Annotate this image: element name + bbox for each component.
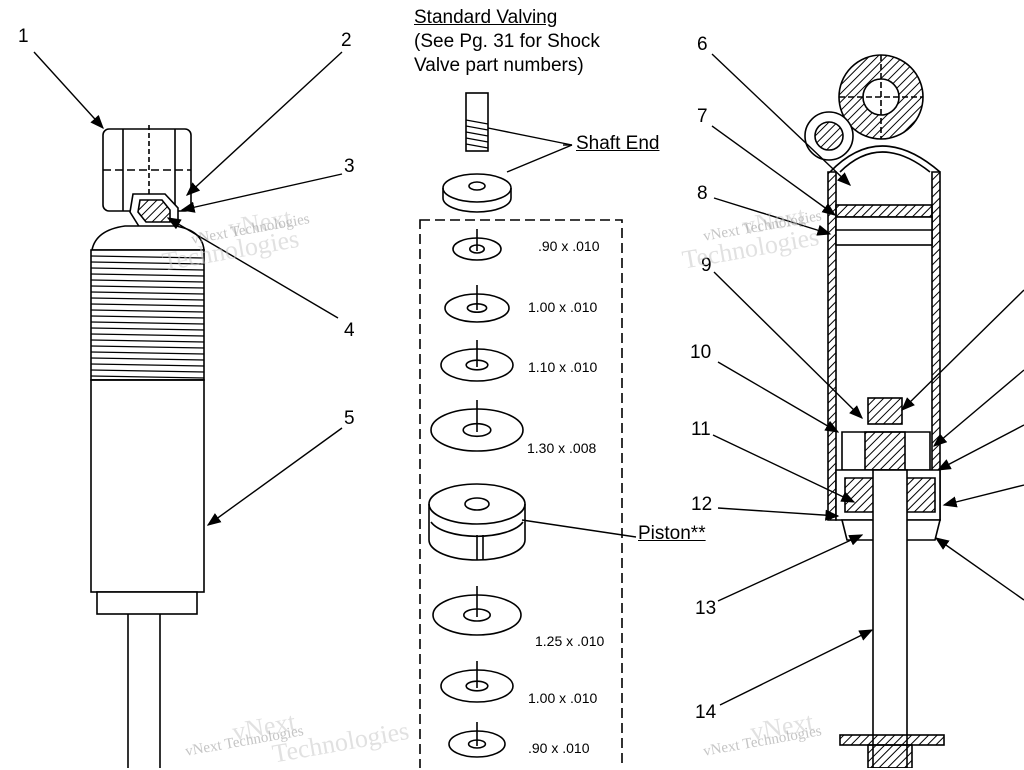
thread-line bbox=[90, 357, 205, 361]
valving-stack bbox=[419, 92, 623, 768]
callout-3: 3 bbox=[344, 156, 355, 177]
thread-line bbox=[90, 327, 205, 331]
callout-8: 8 bbox=[697, 183, 708, 204]
thread-line bbox=[90, 375, 205, 379]
left-shock-exterior bbox=[90, 125, 205, 768]
header-line-3: Valve part numbers) bbox=[414, 55, 584, 76]
thread-line bbox=[90, 291, 205, 295]
shim-label-3: 1.10 x .010 bbox=[528, 359, 598, 375]
thread-line bbox=[90, 285, 205, 289]
shaft-end-label: Shaft End bbox=[576, 133, 660, 154]
thread-line bbox=[90, 303, 205, 307]
thread-line bbox=[90, 309, 205, 313]
thread-line bbox=[90, 369, 205, 373]
thread-line bbox=[90, 339, 205, 343]
callout-10: 10 bbox=[690, 342, 712, 363]
thread-line bbox=[90, 363, 205, 367]
shim-label-6: 1.00 x .010 bbox=[528, 690, 598, 706]
shim-label-2: 1.00 x .010 bbox=[528, 299, 598, 315]
thread-line bbox=[90, 279, 205, 283]
callout-12: 12 bbox=[691, 494, 713, 515]
shim-washer bbox=[452, 229, 502, 261]
thread-line bbox=[90, 351, 205, 355]
callout-11: 11 bbox=[691, 419, 711, 440]
callout-9: 9 bbox=[701, 255, 712, 276]
callout-5: 5 bbox=[344, 408, 355, 429]
piston-label: Piston** bbox=[638, 523, 706, 544]
thread-line bbox=[90, 345, 205, 349]
shim-label-7: .90 x .010 bbox=[528, 740, 590, 756]
callout-13: 13 bbox=[695, 598, 717, 619]
callout-7: 7 bbox=[697, 106, 708, 127]
header-line-1: Standard Valving bbox=[414, 7, 558, 28]
thread-line bbox=[90, 255, 205, 259]
shim-stack bbox=[430, 229, 524, 758]
callout-2: 2 bbox=[341, 30, 352, 51]
shim-washer bbox=[448, 722, 506, 758]
shim-washer bbox=[430, 400, 524, 452]
thread-line bbox=[90, 321, 205, 325]
thread-line bbox=[90, 273, 205, 277]
callout-4: 4 bbox=[344, 320, 355, 341]
shim-label-5: 1.25 x .010 bbox=[535, 633, 605, 649]
right-shock-section bbox=[804, 54, 945, 768]
thread-line bbox=[90, 297, 205, 301]
thread-line bbox=[90, 315, 205, 319]
shim-label-1: .90 x .010 bbox=[538, 238, 600, 254]
thread-line bbox=[90, 333, 205, 337]
leader-lines bbox=[33, 51, 1024, 706]
thread-line bbox=[90, 267, 205, 271]
thread-line bbox=[90, 261, 205, 265]
shim-washer bbox=[440, 340, 514, 382]
callout-6: 6 bbox=[697, 34, 708, 55]
header-line-2: (See Pg. 31 for Shock bbox=[414, 31, 600, 52]
shim-washer bbox=[444, 285, 510, 323]
shim-label-4: 1.30 x .008 bbox=[527, 440, 597, 456]
callout-14: 14 bbox=[695, 702, 717, 723]
shim-washer bbox=[432, 586, 522, 636]
shim-washer bbox=[440, 661, 514, 703]
callout-1: 1 bbox=[18, 26, 29, 47]
